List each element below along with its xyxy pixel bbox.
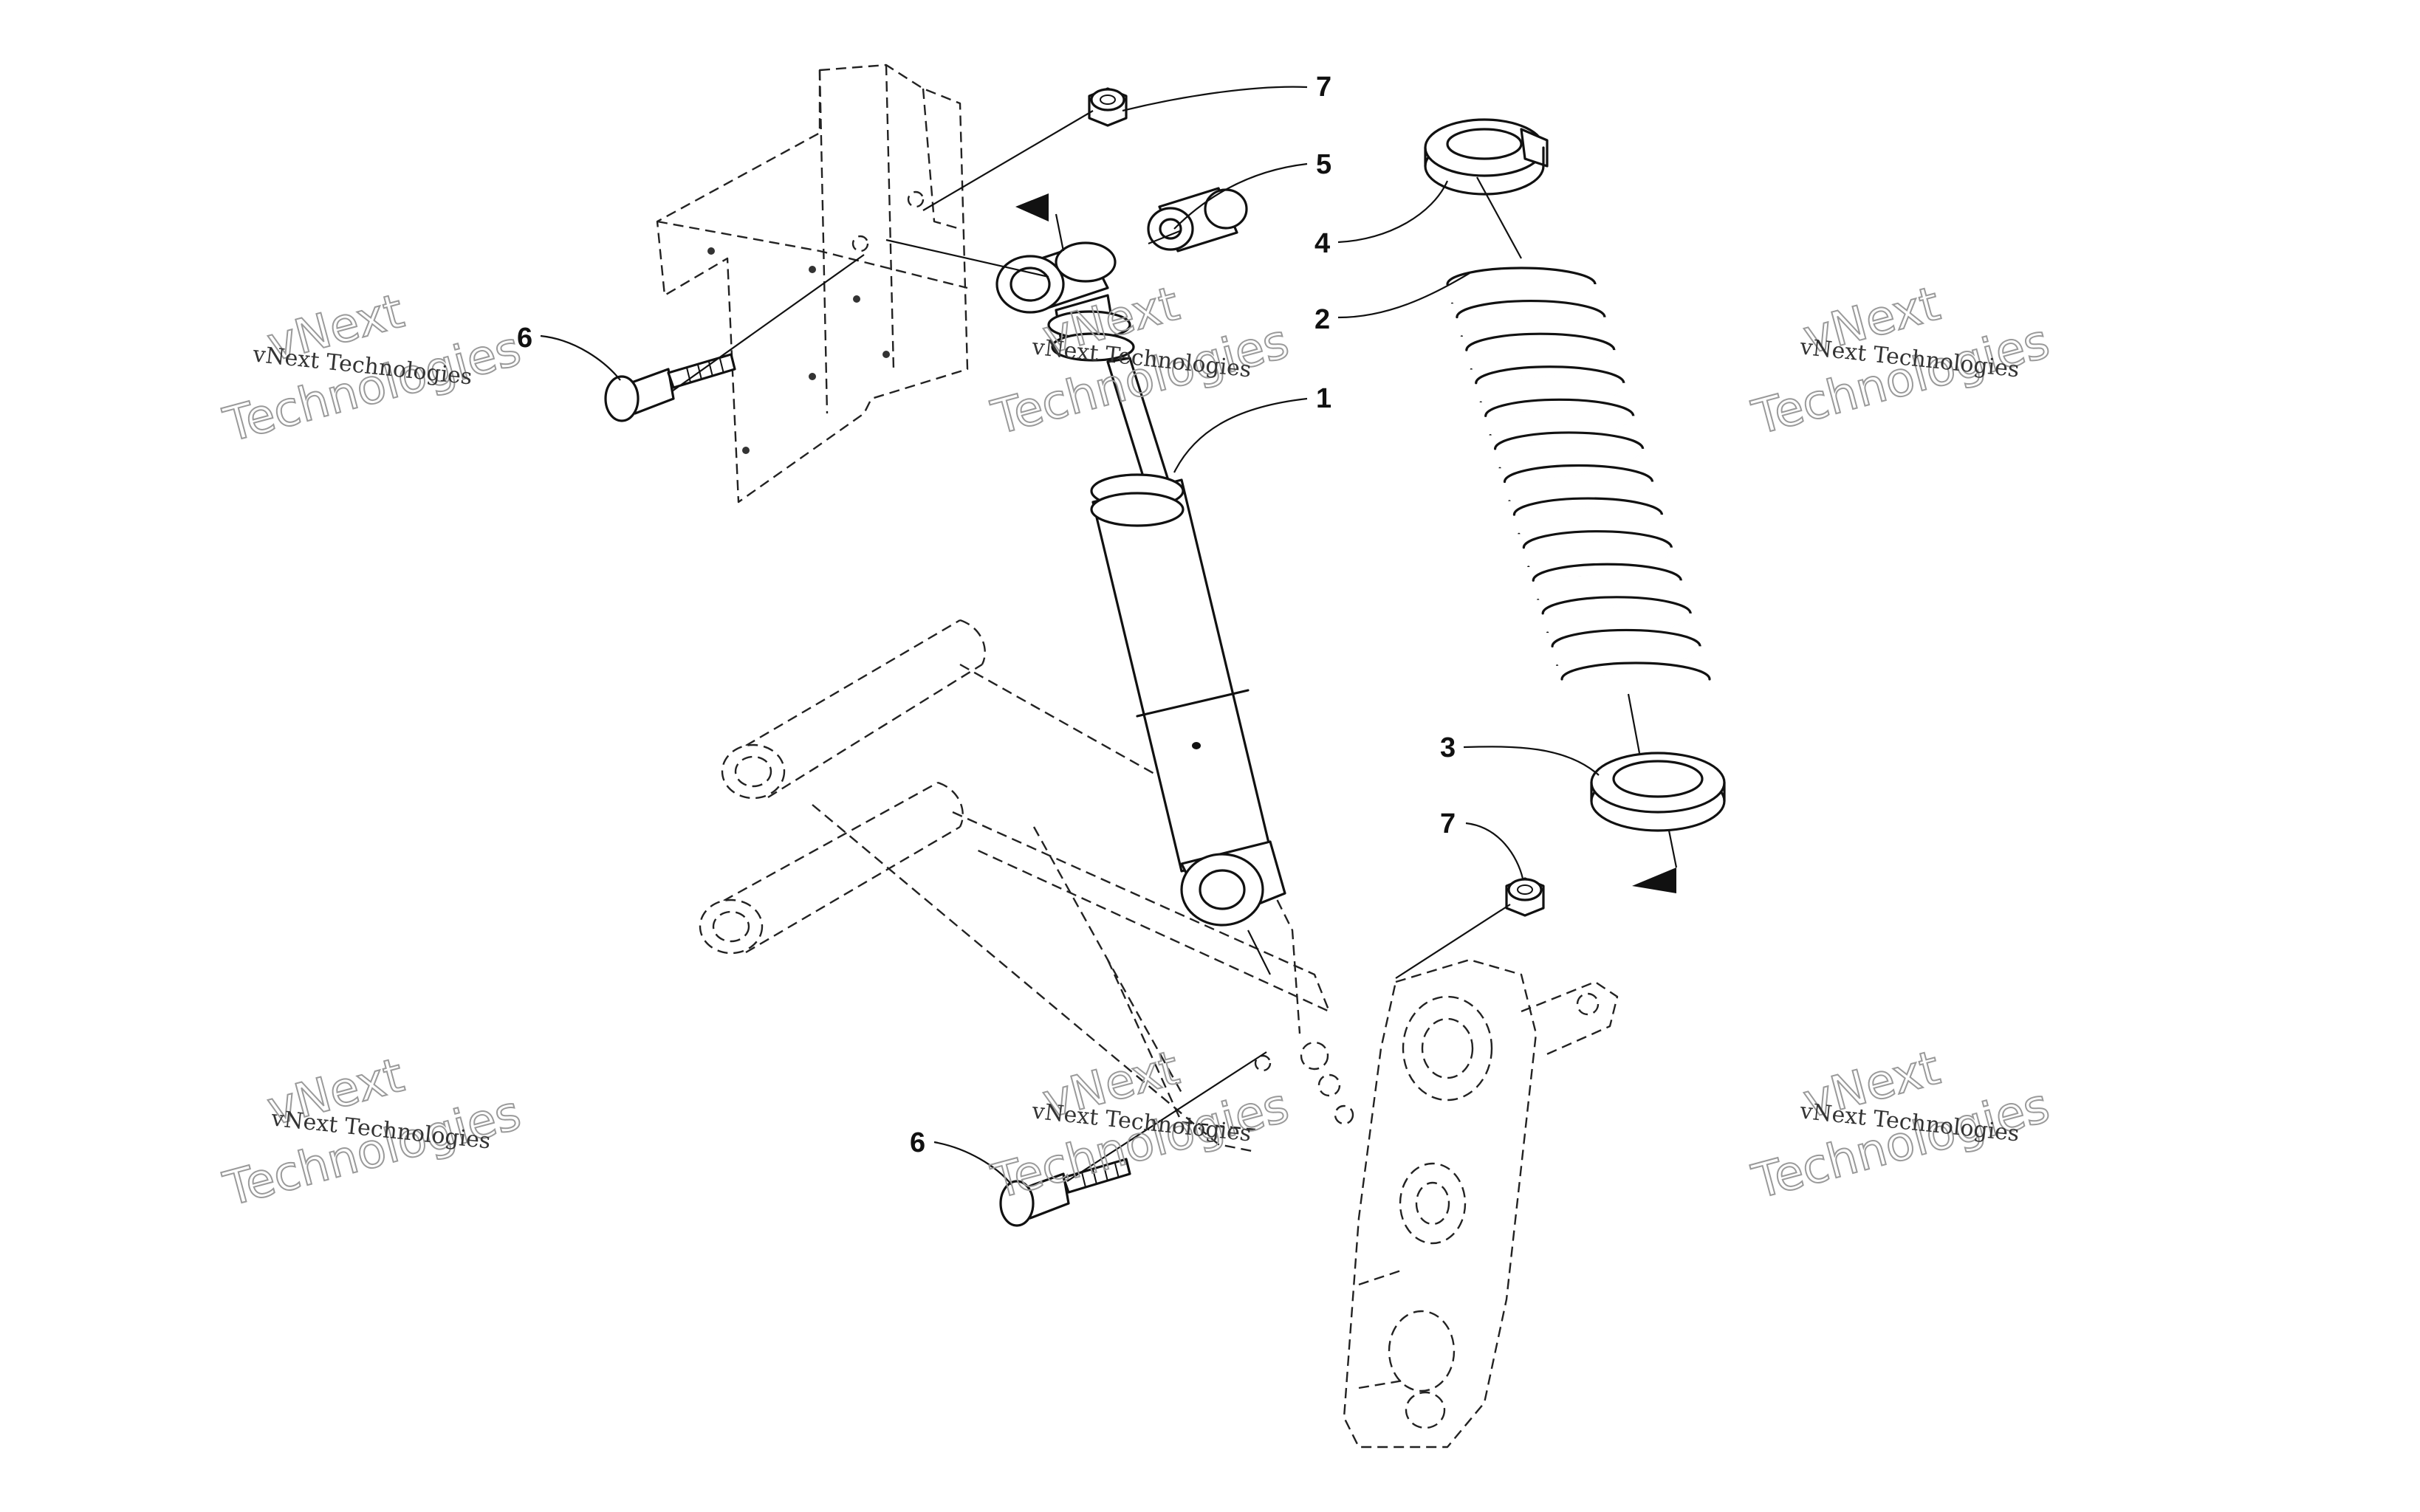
- spring-coil-back: [1512, 497, 1664, 516]
- spring-coil-highlight: [1450, 284, 1597, 314]
- spring-coil-back: [1541, 596, 1692, 615]
- watermark-4: vNext Technologies vNext Technologies: [217, 1048, 527, 1218]
- spring-coil-back: [1493, 431, 1645, 450]
- callout-leaders: [540, 86, 1600, 1186]
- spring-coil-highlight: [1460, 317, 1606, 346]
- shock-absorber: [995, 241, 1286, 927]
- hex-bolt-upper: [604, 353, 736, 422]
- spring-coil-back: [1484, 398, 1635, 417]
- spring-retainer-upper: [1424, 118, 1549, 196]
- callout-3: 3: [1440, 732, 1456, 763]
- spring-coil-highlight: [1470, 349, 1616, 379]
- a-arm: [699, 619, 1354, 1153]
- spring-coil-highlight: [1536, 580, 1683, 610]
- callout-7-lower: 7: [1440, 808, 1456, 839]
- callout-5: 5: [1316, 149, 1331, 180]
- spring-coil-back: [1465, 332, 1616, 351]
- spring-coil-highlight: [1517, 514, 1664, 544]
- bushing: [1147, 187, 1248, 252]
- spring-coil-highlight: [1479, 382, 1625, 412]
- lock-nut-upper: [1088, 87, 1128, 127]
- arrow-marker-upper: [1015, 193, 1049, 221]
- callout-7-upper: 7: [1316, 72, 1331, 103]
- frame-bracket: [656, 63, 969, 504]
- spring-coil-back: [1456, 299, 1606, 319]
- spring-coil-highlight: [1546, 613, 1693, 643]
- hex-bolt-lower: [999, 1158, 1131, 1227]
- watermark-3: vNext Technologies vNext Technologies: [1746, 276, 2055, 447]
- spring-coil-highlight: [1526, 547, 1673, 577]
- spring-coil-back: [1551, 628, 1701, 648]
- spring-coil-back: [1503, 464, 1654, 484]
- watermark-1: vNext Technologies vNext Technologies: [217, 284, 527, 454]
- spring-coil-highlight: [1498, 448, 1645, 478]
- watermark-6: vNext Technologies vNext Technologies: [1746, 1040, 2055, 1211]
- callout-6-upper: 6: [517, 323, 532, 354]
- spring-coil-back: [1446, 267, 1597, 286]
- callout-4: 4: [1314, 228, 1330, 259]
- spring-coil-highlight: [1489, 415, 1635, 445]
- spring-coil-back: [1560, 662, 1711, 681]
- callout-2: 2: [1314, 304, 1330, 335]
- lock-nut-lower: [1505, 877, 1545, 917]
- callout-6-lower: 6: [910, 1127, 925, 1158]
- spring-coil-highlight: [1507, 481, 1654, 511]
- spring-seat-lower: [1590, 752, 1726, 832]
- steering-knuckle: [1343, 958, 1619, 1449]
- arrow-marker-lower: [1632, 867, 1676, 893]
- spring-coil-highlight: [1555, 645, 1702, 676]
- coil-spring: [1446, 267, 1711, 681]
- spring-coil-back: [1475, 365, 1625, 385]
- watermark-5: vNext Technologies vNext Technologies: [985, 1040, 1295, 1211]
- callout-1: 1: [1316, 383, 1331, 414]
- spring-coil-back: [1532, 563, 1682, 582]
- assembly-lines: [671, 110, 1678, 1182]
- spring-coil-back: [1522, 530, 1673, 549]
